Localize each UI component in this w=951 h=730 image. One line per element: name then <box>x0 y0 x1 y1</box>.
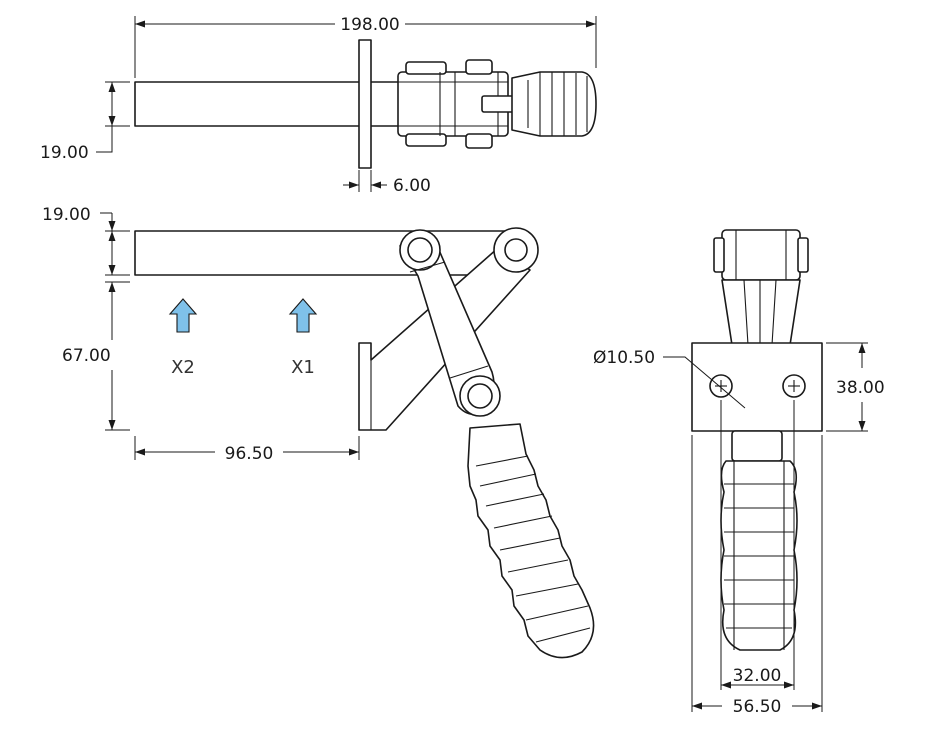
top-view: 198.00 19.00 6.00 <box>40 15 597 196</box>
force-arrow-x1 <box>288 298 318 333</box>
plate-height-dim: 38.00 <box>836 378 885 398</box>
side-view-bar <box>134 230 511 276</box>
top-view-bar <box>134 81 431 127</box>
front-view: Ø10.50 38.00 32.00 56.50 <box>593 229 885 717</box>
side-bar-height-dim: 19.00 <box>42 205 91 225</box>
top-view-linkage <box>397 59 531 149</box>
plate-thickness-dim: 6.00 <box>393 176 431 196</box>
force-label-x1: X1 <box>291 357 315 378</box>
mounting-hole-right <box>782 374 806 398</box>
force-arrow-x2 <box>168 298 198 333</box>
base-length-dim: 96.50 <box>225 444 274 464</box>
base-height-dim: 67.00 <box>62 346 111 366</box>
top-view-plate <box>358 39 372 169</box>
hole-diameter-dim: Ø10.50 <box>593 348 655 368</box>
hole-spacing-dim: 32.00 <box>733 666 782 686</box>
side-view-lever <box>399 229 501 417</box>
plate-width-dim: 56.50 <box>733 697 782 717</box>
side-view: 19.00 67.00 96.50 X2 X1 <box>42 205 595 659</box>
mounting-hole-left <box>709 374 733 398</box>
top-view-grip <box>511 71 597 137</box>
side-view-grip <box>467 423 595 659</box>
overall-length-dim: 198.00 <box>340 15 399 35</box>
front-view-linkage <box>713 229 809 346</box>
front-view-grip <box>720 430 798 651</box>
force-label-x2: X2 <box>171 357 195 378</box>
top-bar-height-dim: 19.00 <box>40 143 89 163</box>
